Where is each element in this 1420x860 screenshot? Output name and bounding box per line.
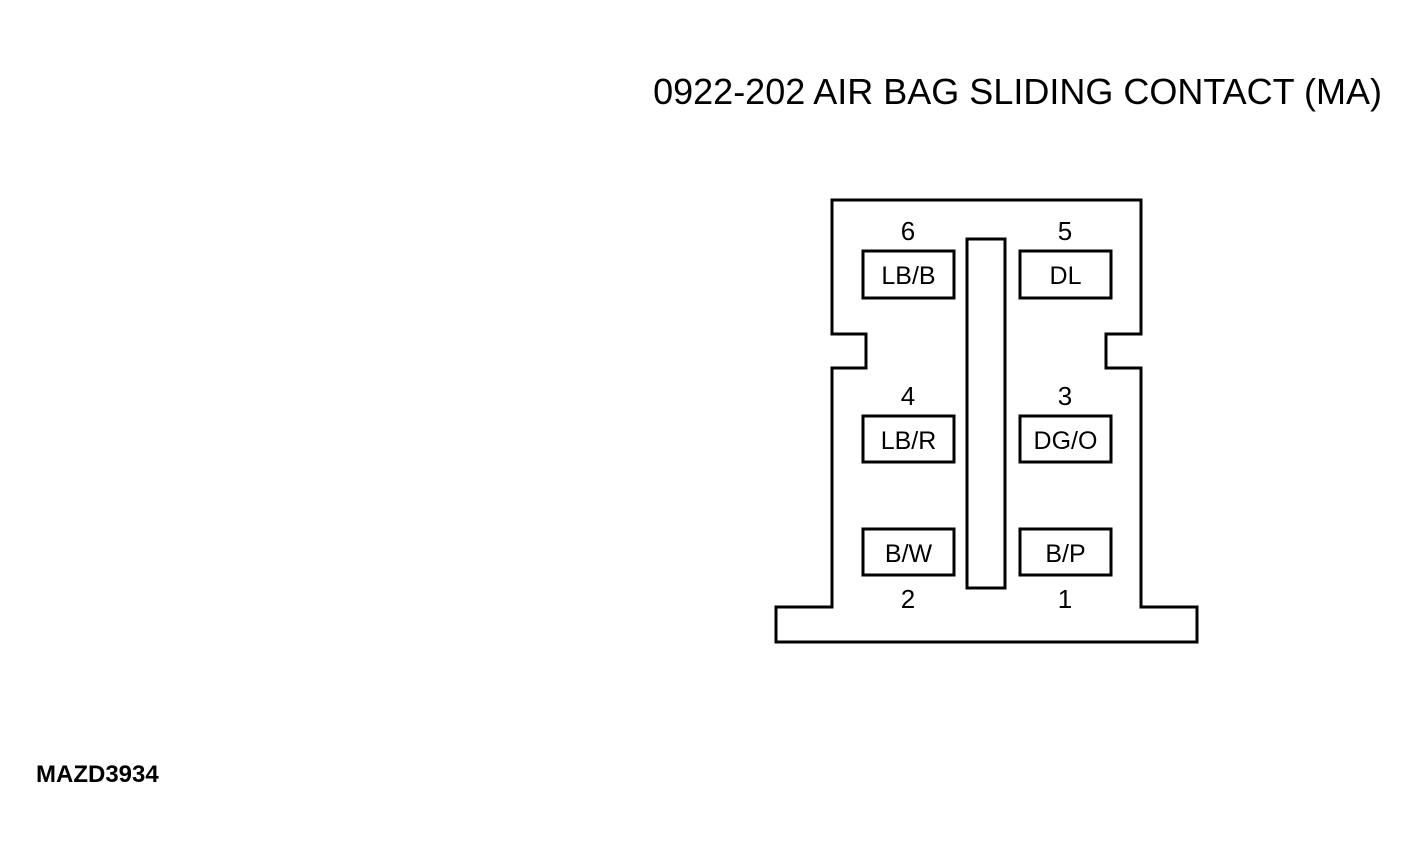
pin-3-number: 3 xyxy=(1058,381,1072,411)
pin-6-number: 6 xyxy=(901,216,915,246)
pin-5-number: 5 xyxy=(1058,216,1072,246)
pin-6-wire-color: LB/B xyxy=(881,262,935,290)
pin-3-cavity xyxy=(1018,414,1113,464)
pin-4-wire-color: LB/R xyxy=(881,427,937,455)
figure-code: MAZD3934 xyxy=(36,761,159,788)
connector-housing xyxy=(774,198,1199,644)
pin-1-wire-color: B/P xyxy=(1045,540,1085,568)
diagram-title: 0922-202 AIR BAG SLIDING CONTACT (MA) xyxy=(653,71,1382,112)
pin-4-cavity xyxy=(861,414,956,464)
pin-1-number: 1 xyxy=(1058,584,1072,614)
pin-2-wire-color: B/W xyxy=(885,540,933,568)
pin-2-cavity xyxy=(861,527,956,577)
pin-2-number: 2 xyxy=(901,584,915,614)
pin-3-wire-color: DG/O xyxy=(1034,427,1098,455)
pin-5-wire-color: DL xyxy=(1050,262,1082,290)
pin-5-cavity xyxy=(1018,249,1113,300)
pin-6-cavity xyxy=(861,249,956,300)
center-divider xyxy=(965,237,1007,590)
pin-1-cavity xyxy=(1018,527,1113,577)
pin-4-number: 4 xyxy=(901,381,915,411)
